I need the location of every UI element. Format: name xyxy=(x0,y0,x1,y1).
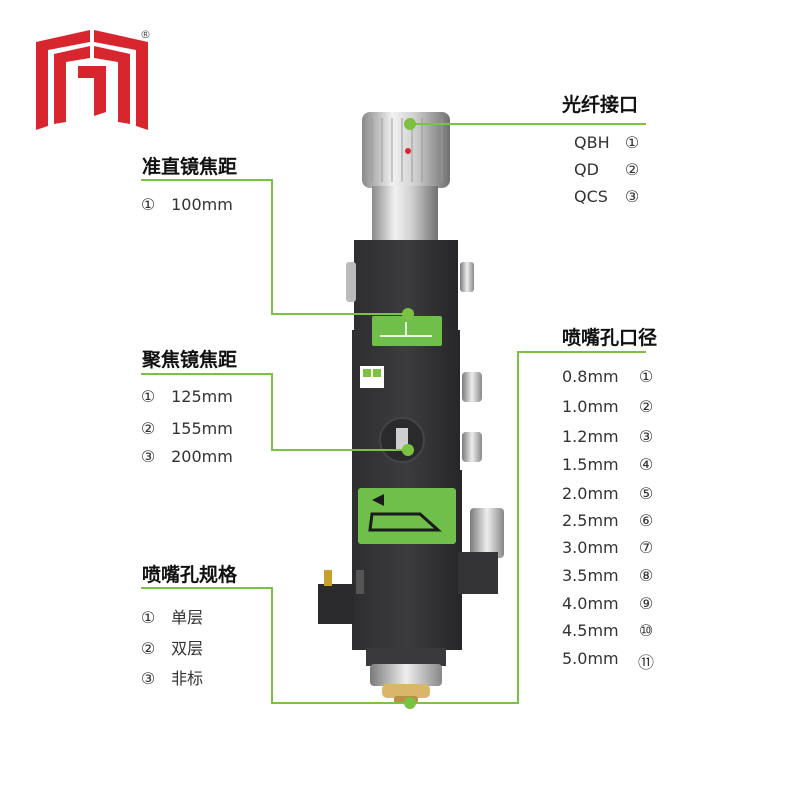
focusing-option-num: ① xyxy=(140,387,156,406)
nozzle-diameter-label: 3.0mm xyxy=(562,538,619,557)
fiber-option-num: ① xyxy=(624,133,640,152)
nozzle-diameter-label: 1.0mm xyxy=(562,397,619,416)
nozzle-spec-num: ③ xyxy=(140,669,156,688)
nozzle-diameter-label: 4.5mm xyxy=(562,621,619,640)
focusing-option-num: ② xyxy=(140,419,156,438)
nozzle-diameter-title: 喷嘴孔口径 xyxy=(562,327,658,349)
focusing-option-label: 200mm xyxy=(171,447,233,466)
nozzle-spec-label: 单层 xyxy=(171,608,204,627)
nozzle-diameter-label: 1.5mm xyxy=(562,455,619,474)
nozzle-diameter-num: ⑦ xyxy=(638,538,654,557)
nozzle-spec-num: ① xyxy=(140,608,156,627)
nozzle-diameter-label: 3.5mm xyxy=(562,566,619,585)
nozzle-spec-option: ③ 非标 xyxy=(138,665,203,689)
nozzle-diameter-label: 2.5mm xyxy=(562,511,619,530)
focusing-option: ① 125mm xyxy=(138,387,233,406)
collimating-focal-title: 准直镜焦距 xyxy=(142,156,238,178)
fiber-option-label: QBH xyxy=(574,133,610,152)
nozzle-diameter-num: ④ xyxy=(638,455,654,474)
main-body-part xyxy=(318,240,504,650)
collimating-option-label: 100mm xyxy=(171,195,233,214)
collimating-option: ① 100mm xyxy=(138,195,233,214)
nozzle-diameter-num: ③ xyxy=(638,427,654,446)
nozzle-diameter-label: 4.0mm xyxy=(562,594,619,613)
fiber-connector-part xyxy=(362,112,450,246)
registered-mark: ® xyxy=(140,28,151,41)
nozzle-diameter-label: 1.2mm xyxy=(562,427,619,446)
nozzle-diameter-label: 5.0mm xyxy=(562,649,619,668)
nozzle-diameter-num: ⑩ xyxy=(638,621,654,640)
nozzle-spec-option: ① 单层 xyxy=(138,604,203,628)
brand-logo xyxy=(36,30,148,130)
nozzle-diameter-num: ⑤ xyxy=(638,484,654,503)
focusing-option: ② 155mm xyxy=(138,419,233,438)
nozzle-spec-label: 双层 xyxy=(171,639,204,658)
fiber-option-label: QCS xyxy=(574,187,608,206)
nozzle-diameter-num: ⑨ xyxy=(638,594,654,613)
nozzle-diameter-num: ① xyxy=(638,367,654,386)
nozzle-spec-label: 非标 xyxy=(171,669,204,688)
focusing-focal-title: 聚焦镜焦距 xyxy=(142,349,238,371)
fiber-option-label: QD xyxy=(574,160,599,179)
nozzle-diameter-num: ⑪ xyxy=(637,653,654,672)
nozzle-diameter-label: 2.0mm xyxy=(562,484,619,503)
fiber-interface-title: 光纤接口 xyxy=(562,94,639,116)
focusing-option-label: 125mm xyxy=(171,387,233,406)
nozzle-spec-title: 喷嘴孔规格 xyxy=(142,564,238,586)
nozzle-part xyxy=(366,648,446,704)
nozzle-diameter-num: ⑧ xyxy=(638,566,654,585)
nozzle-spec-num: ② xyxy=(140,639,156,658)
focusing-option-num: ③ xyxy=(140,447,156,466)
nozzle-diameter-label: 0.8mm xyxy=(562,367,619,386)
focusing-option-label: 155mm xyxy=(171,419,233,438)
focusing-option: ③ 200mm xyxy=(138,447,233,466)
fiber-option-num: ③ xyxy=(624,187,640,206)
collimating-option-num: ① xyxy=(140,195,156,214)
nozzle-diameter-num: ② xyxy=(638,397,654,416)
nozzle-diameter-num: ⑥ xyxy=(638,511,654,530)
nozzle-spec-option: ② 双层 xyxy=(138,635,203,659)
fiber-option-num: ② xyxy=(624,160,640,179)
